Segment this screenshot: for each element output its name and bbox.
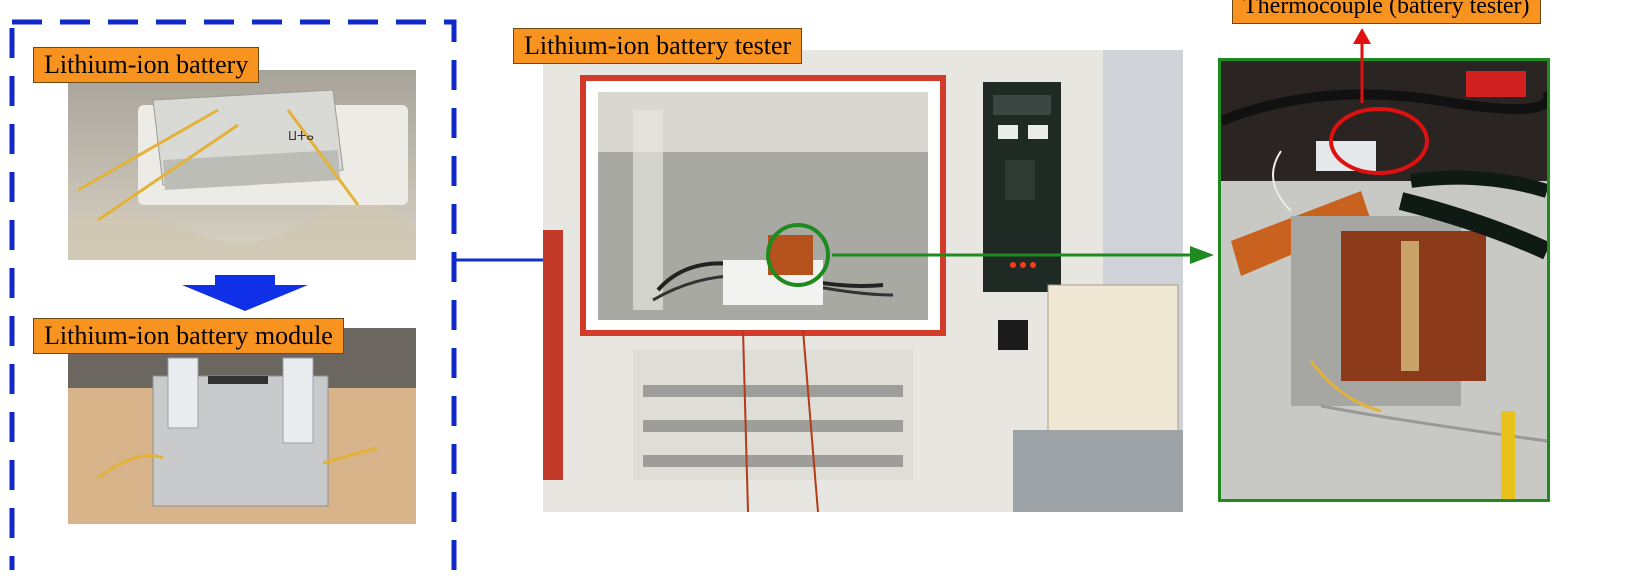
green-arrow-icon xyxy=(832,246,1214,264)
label-lithium-ion-battery: Lithium-ion battery xyxy=(33,47,260,83)
svg-text:ⵡⵜⴰ: ⵡⵜⴰ xyxy=(288,129,314,143)
label-lithium-ion-battery-tester: Lithium-ion battery tester xyxy=(513,28,803,64)
label-lithium-ion-battery-module: Lithium-ion battery module xyxy=(33,318,344,354)
thermocouple-detail-photo xyxy=(1218,58,1550,502)
red-arrow-icon xyxy=(1353,28,1371,103)
cut-off-caption xyxy=(36,546,436,576)
lithium-ion-battery-module-photo xyxy=(68,328,416,524)
red-circle-highlight xyxy=(1329,107,1429,175)
lithium-ion-battery-photo: ⵡⵜⴰ xyxy=(68,70,416,260)
down-arrow-icon xyxy=(182,275,308,311)
green-circle-highlight xyxy=(766,223,830,287)
dashed-group-frame xyxy=(9,19,457,570)
label-thermocouple: Thermocouple (battery tester) xyxy=(1232,0,1541,24)
battery-tester-photo xyxy=(543,50,1183,512)
